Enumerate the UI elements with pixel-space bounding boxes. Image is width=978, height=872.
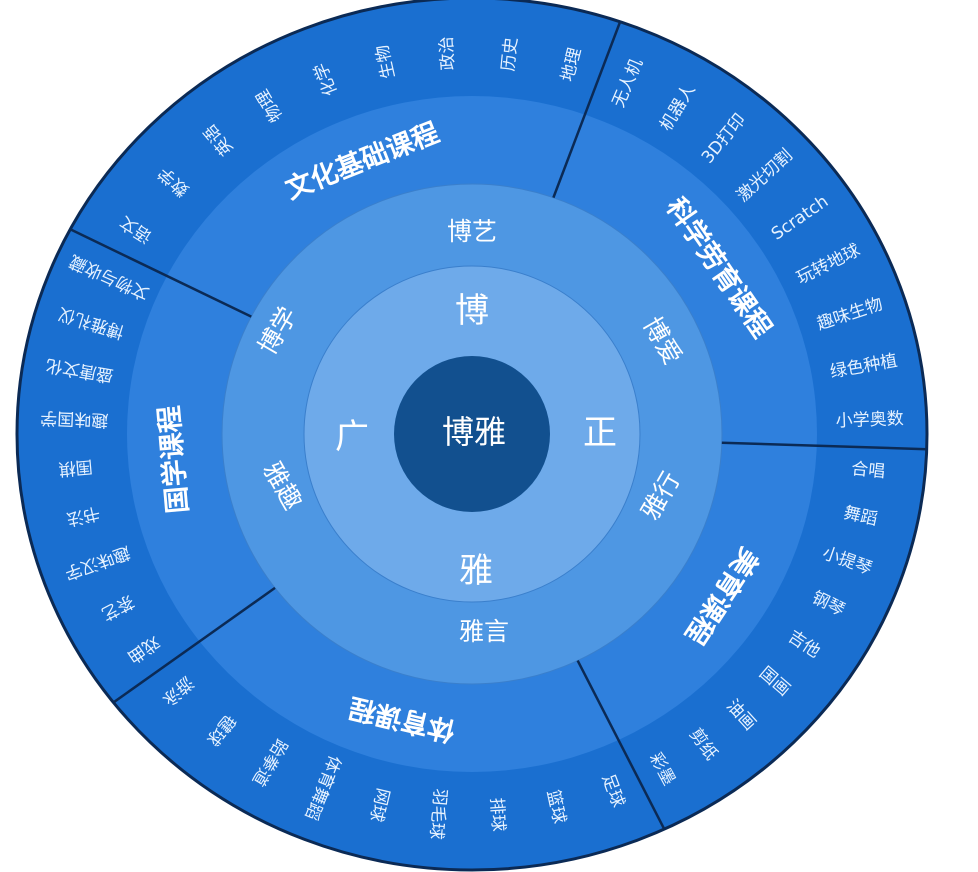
course-item-label: 羽毛球 (426, 788, 450, 841)
segment-divider (576, 660, 666, 830)
pillar-label: 雅 (459, 551, 493, 591)
segment-dividers (69, 21, 927, 830)
rings (15, 0, 929, 872)
segment-divider (552, 21, 622, 199)
course-item-label: 合唱 (850, 459, 886, 482)
segment-divider (721, 441, 927, 451)
segment-divider (69, 228, 252, 318)
course-item-label: 排球 (486, 797, 508, 832)
course-item-label: 小学奥数 (835, 409, 904, 431)
course-item-label: 围棋 (58, 456, 94, 479)
course-item-label: 趣味国学 (40, 407, 109, 430)
course-item-label: 政治 (437, 36, 459, 71)
value-label: 雅言 (459, 617, 509, 646)
core-label: 博雅 (442, 413, 506, 451)
pillar-label: 正 (583, 413, 617, 453)
pillar-labels: 博 正 雅 广 (335, 291, 617, 591)
core-circle (394, 356, 550, 512)
value-label: 博艺 (447, 217, 497, 246)
segment-divider (112, 586, 276, 704)
pillar-label: 广 (335, 417, 369, 457)
course-item-label: 历史 (499, 37, 522, 73)
pillar-label: 博 (455, 291, 489, 331)
